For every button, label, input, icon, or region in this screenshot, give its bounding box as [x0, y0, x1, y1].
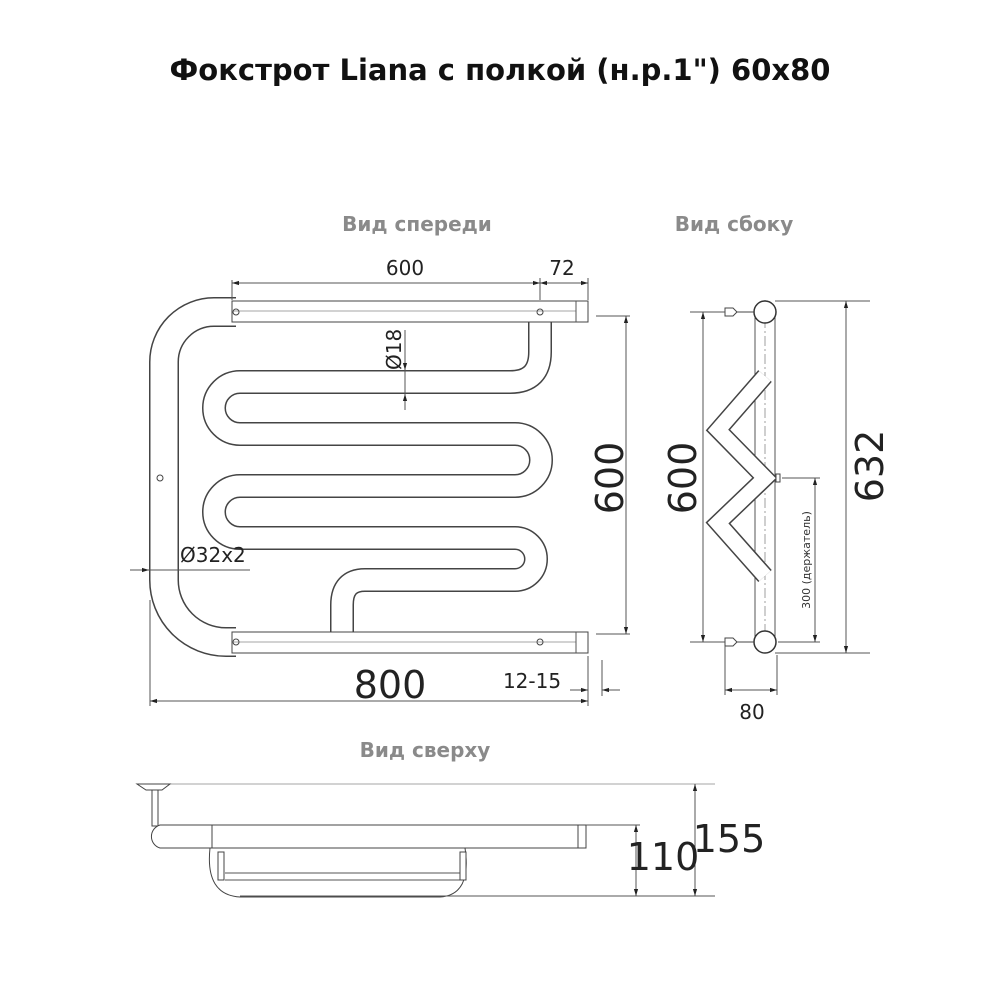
- side-dim-600: 600: [661, 442, 705, 515]
- top-dim-155: 155: [693, 817, 766, 861]
- front-view: 600 72 Ø18 Ø32x2 600 800 12-15: [130, 256, 632, 707]
- dim-height-600: 600: [588, 442, 632, 515]
- dim-600-inner: 600: [386, 256, 424, 280]
- side-view-label: Вид сбоку: [675, 212, 794, 236]
- side-dim-632: 632: [848, 430, 892, 503]
- side-dim-holder: 300 (держатель): [800, 511, 813, 609]
- side-dim-80: 80: [739, 700, 764, 724]
- top-view: 110 155: [135, 783, 766, 898]
- dim-width-800: 800: [354, 663, 427, 707]
- dim-wall-gap: 12-15: [503, 669, 561, 693]
- dim-inner-tube: Ø18: [382, 329, 406, 370]
- top-view-label: Вид сверху: [360, 738, 491, 762]
- front-view-label: Вид спереди: [342, 212, 492, 236]
- dim-outer-tube: Ø32x2: [180, 543, 246, 567]
- dim-72: 72: [549, 256, 574, 280]
- top-dim-110: 110: [627, 835, 700, 879]
- side-view: 600 632 300 (держатель) 80: [661, 300, 892, 724]
- drawing-title: Фокстрот Liana с полкой (н.р.1") 60x80: [170, 53, 831, 87]
